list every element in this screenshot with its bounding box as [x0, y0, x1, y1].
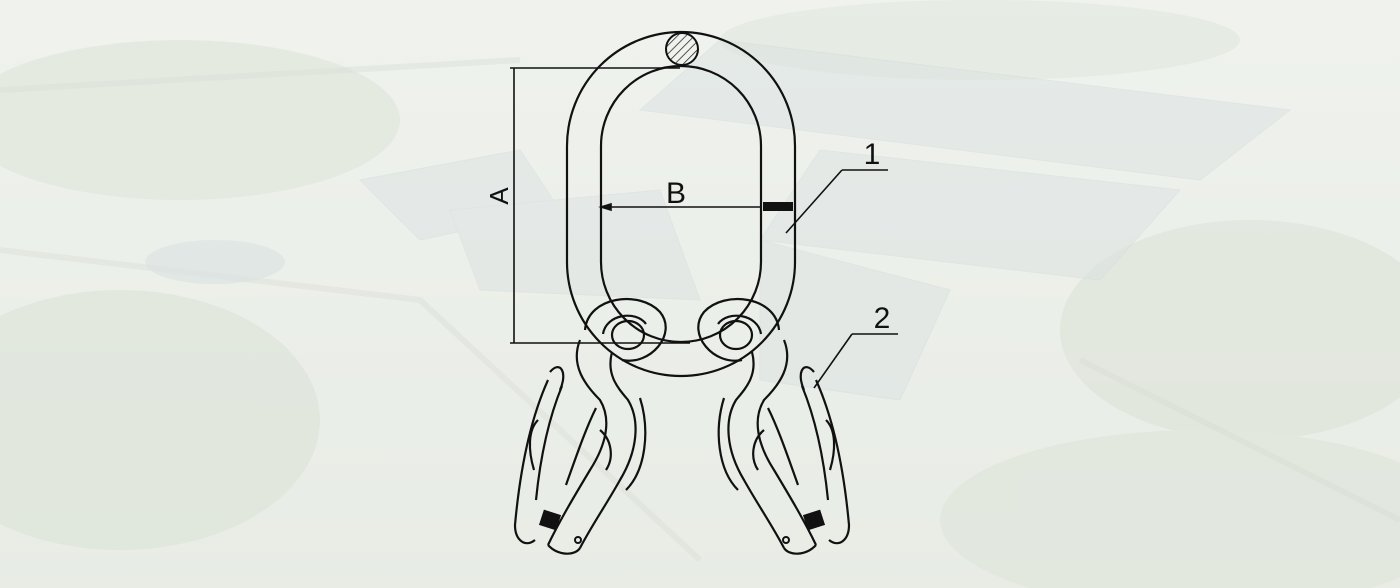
dimension-a-label: A: [484, 187, 514, 205]
master-link: [565, 30, 797, 378]
callout-1-number: 1: [864, 138, 881, 171]
hook-left: [513, 339, 647, 555]
hook-right-pin: [782, 536, 790, 544]
dimension-b-label: B: [666, 177, 686, 210]
dimension-b-marker: [763, 202, 793, 211]
dimension-b: [598, 202, 762, 212]
section-hatch: [665, 32, 699, 66]
hook-right-latch: [802, 509, 826, 531]
hook-left-latch: [538, 509, 562, 531]
callout-2-number: 2: [874, 302, 891, 335]
intermediate-link-left: [583, 298, 667, 362]
callout-2-leader: [813, 333, 898, 389]
callout-1-leader: [785, 169, 888, 234]
hook-right: [717, 339, 851, 555]
intermediate-link-right: [697, 298, 781, 362]
hook-left-pin: [574, 536, 582, 544]
